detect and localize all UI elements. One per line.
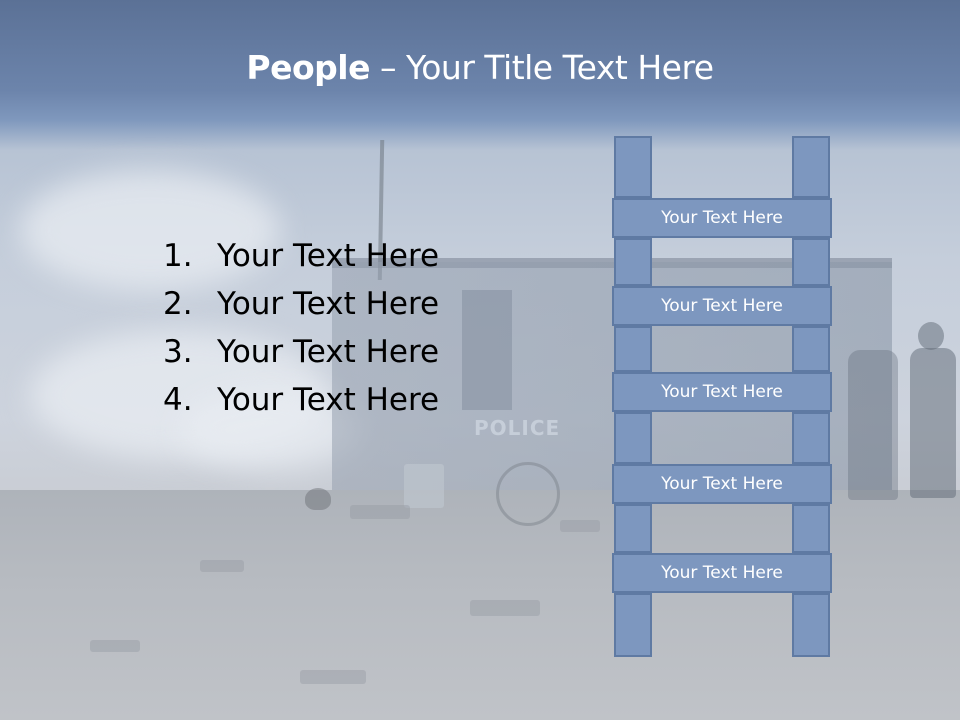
rock	[560, 520, 600, 532]
ladder-rung: Your Text Here	[612, 372, 832, 412]
wheel	[496, 462, 560, 526]
rock	[350, 505, 410, 519]
ladder-left-rail	[614, 326, 652, 372]
ladder-left-rail	[614, 136, 652, 198]
building-door	[462, 290, 512, 410]
ladder-rung: Your Text Here	[612, 464, 832, 504]
ladder-left-rail	[614, 238, 652, 286]
list-number: 4.	[163, 382, 193, 418]
title-bold: People	[246, 48, 370, 87]
list-text: Your Text Here	[217, 238, 440, 274]
rock	[90, 640, 140, 652]
rock	[200, 560, 244, 572]
list-item: 4. Your Text Here	[163, 376, 439, 424]
ladder-right-rail	[792, 593, 830, 657]
pot	[305, 488, 331, 510]
list-item: 1. Your Text Here	[163, 232, 439, 280]
soldier-body	[910, 348, 956, 498]
soldier-head	[918, 322, 944, 350]
ladder-rung: Your Text Here	[612, 553, 832, 593]
numbered-list: 1. Your Text Here 2. Your Text Here 3. Your…	[163, 232, 439, 424]
list-number: 2.	[163, 286, 193, 322]
cloud	[180, 390, 360, 470]
ladder-right-rail	[792, 238, 830, 286]
police-sign: POLICE	[474, 416, 561, 440]
ladder-left-rail	[614, 504, 652, 553]
list-text: Your Text Here	[217, 334, 440, 370]
soldier-body	[848, 350, 898, 500]
list-item: 3. Your Text Here	[163, 328, 439, 376]
rock	[470, 600, 540, 616]
ladder-left-rail	[614, 412, 652, 464]
barrel	[404, 464, 444, 508]
ladder-left-rail	[614, 593, 652, 657]
ladder-right-rail	[792, 326, 830, 372]
list-text: Your Text Here	[217, 286, 440, 322]
list-item: 2. Your Text Here	[163, 280, 439, 328]
rock	[300, 670, 366, 684]
cloud	[20, 170, 280, 290]
list-number: 1.	[163, 238, 193, 274]
ladder-right-rail	[792, 412, 830, 464]
ladder-right-rail	[792, 136, 830, 198]
ladder-rung: Your Text Here	[612, 198, 832, 238]
list-text: Your Text Here	[217, 382, 440, 418]
title-rest: – Your Title Text Here	[369, 48, 714, 87]
slide-title: People – Your Title Text Here	[0, 48, 960, 87]
ladder-rung: Your Text Here	[612, 286, 832, 326]
ladder-right-rail	[792, 504, 830, 553]
list-number: 3.	[163, 334, 193, 370]
